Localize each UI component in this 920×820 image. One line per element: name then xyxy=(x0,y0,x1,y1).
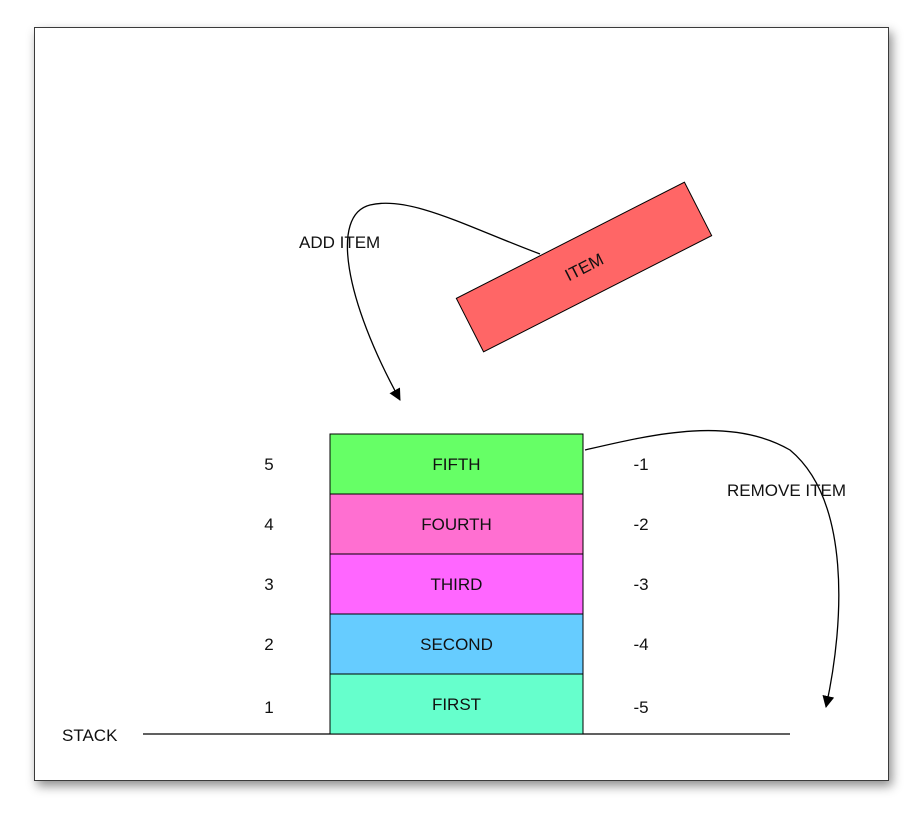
index-label: 1 xyxy=(264,698,273,717)
stack-label: STACK xyxy=(62,726,118,745)
negative-index-label: -2 xyxy=(633,515,648,534)
block-rect xyxy=(329,433,584,495)
add-item-label: ADD ITEM xyxy=(299,233,380,252)
stack-block-fourth: FOURTH xyxy=(329,493,584,555)
add-item-arrow xyxy=(346,202,541,401)
negative-index-label: -4 xyxy=(633,635,648,654)
incoming-item: ITEM xyxy=(455,181,713,353)
block-label: THIRD xyxy=(431,575,483,594)
block-label: SECOND xyxy=(420,635,493,654)
index-label: 2 xyxy=(264,635,273,654)
block-label: FOURTH xyxy=(421,515,492,534)
block-rect xyxy=(329,553,584,615)
index-label: 3 xyxy=(264,575,273,594)
block-rect xyxy=(329,673,584,735)
index-label: 4 xyxy=(264,515,273,534)
block-rect xyxy=(329,613,584,675)
remove-item-arrow xyxy=(584,429,840,708)
stack-block-fifth: FIFTH xyxy=(329,433,584,495)
stack-block-second: SECOND xyxy=(329,613,584,675)
block-label: FIFTH xyxy=(432,455,480,474)
remove-item-label: REMOVE ITEM xyxy=(727,481,846,500)
incoming-item-rect xyxy=(455,181,713,353)
negative-index-label: -5 xyxy=(633,698,648,717)
negative-index-label: -1 xyxy=(633,455,648,474)
block-label: FIRST xyxy=(432,695,481,714)
index-label: 5 xyxy=(264,455,273,474)
stack-block-first: FIRST xyxy=(329,673,584,735)
negative-index-label: -3 xyxy=(633,575,648,594)
stack-block-third: THIRD xyxy=(329,553,584,615)
